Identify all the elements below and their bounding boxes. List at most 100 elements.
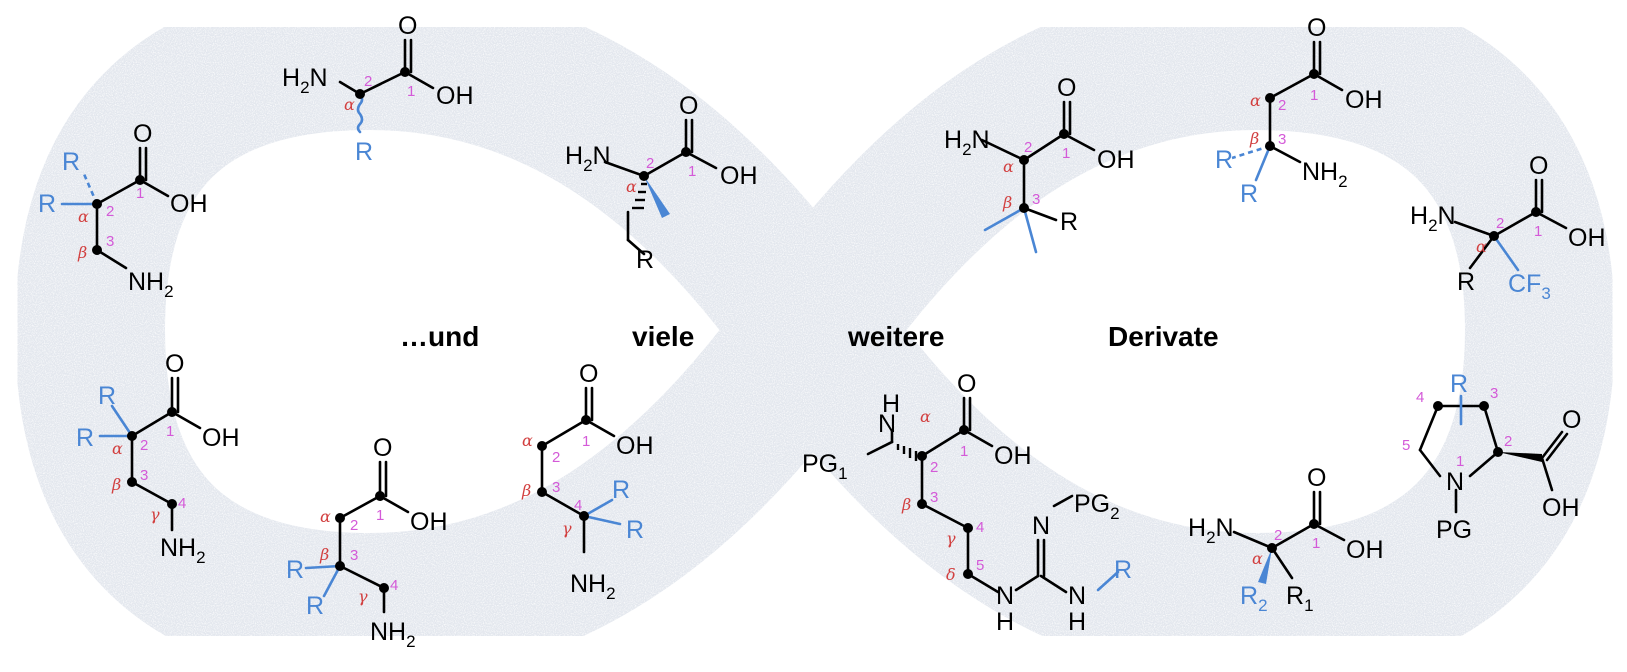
locant-2: 2 [646, 155, 654, 172]
nh-n-label: N [878, 410, 896, 438]
greek-alpha: α [320, 507, 331, 526]
greek-alpha: α [1252, 549, 1263, 568]
carbonyl-o-label: O [579, 360, 598, 388]
greek-beta: β [901, 495, 911, 514]
greek-beta: β [1249, 129, 1259, 148]
greek-gamma: γ [358, 587, 368, 606]
locant-3: 3 [106, 233, 114, 250]
caption-word-und: …und [400, 321, 479, 352]
r-label-right: R [626, 516, 644, 544]
oh-label: OH [170, 190, 208, 218]
greek-alpha: α [344, 95, 355, 114]
locant-4: 4 [976, 519, 984, 536]
guanidine-h1-label: H [996, 608, 1014, 636]
structure-gamma3-amino-acid: O OH R R NH2 2 1 3 4 α β γ [286, 434, 448, 651]
locant-2: 2 [1274, 527, 1282, 544]
h2n-label: H2N [944, 126, 990, 159]
nh2-label: NH2 [370, 618, 416, 651]
oh-label: OH [1097, 146, 1135, 174]
r-label-bottom: R [1240, 180, 1258, 208]
r-label: R [1060, 208, 1078, 236]
locant-5: 5 [1402, 437, 1410, 454]
r-label-bottom: R [306, 592, 324, 620]
guanidine-n1-label: N [996, 582, 1014, 610]
r-label-top: R [612, 476, 630, 504]
structure-gamma4-amino-acid: O OH R R NH2 2 1 3 4 α β γ [521, 360, 654, 603]
r2-label: R2 [1240, 582, 1268, 615]
greek-delta: δ [946, 565, 956, 584]
structure-gamma2-amino-acid: O OH R R NH2 2 1 3 4 α β γ [76, 350, 240, 567]
h2n-label: H2N [1410, 202, 1456, 235]
r-label-left: R [286, 556, 304, 584]
carbonyl-o-label: O [1562, 406, 1581, 434]
carbonyl-o-label: O [957, 370, 976, 398]
structure-beta-disubstituted: H2N O OH R 2 1 3 α β [944, 74, 1135, 254]
structure-alpha-cf3: H2N O OH R CF3 2 1 α [1410, 152, 1606, 303]
locant-5: 5 [976, 557, 984, 574]
greek-beta: β [77, 243, 87, 262]
greek-beta: β [111, 475, 121, 494]
locant-2: 2 [364, 73, 372, 90]
locant-2: 2 [140, 437, 148, 454]
nh2-label: NH2 [1302, 158, 1348, 191]
locant-1: 1 [688, 163, 696, 180]
infinity-band [15, 0, 1615, 672]
carbonyl-o-label: O [373, 434, 392, 462]
oh-label: OH [410, 508, 448, 536]
locant-1: 1 [136, 185, 144, 202]
r-label: R [636, 246, 654, 274]
structure-alpha-substituted: H2N O OH R 2 1 α [565, 92, 758, 274]
carbonyl-o-label: O [1529, 152, 1548, 180]
r-label-top: R [62, 148, 80, 176]
structure-beta3-amino-acid: O OH NH2 R R 2 1 3 α β [1215, 14, 1383, 208]
structure-proline-derivative: N PG O OH R 4 3 2 5 1 [1402, 370, 1581, 544]
greek-alpha: α [112, 439, 123, 458]
oh-label: OH [436, 82, 474, 110]
greek-alpha: α [522, 431, 533, 450]
carbonyl-o-label: O [1307, 14, 1326, 42]
nh2-label: NH2 [160, 534, 206, 567]
oh-label: OH [616, 432, 654, 460]
r-label: R [1114, 556, 1132, 584]
oh-label: OH [1568, 224, 1606, 252]
greek-beta: β [1002, 193, 1012, 212]
r-label: R [355, 138, 373, 166]
carbonyl-o-label: O [398, 12, 417, 40]
locant-1: 1 [1312, 535, 1320, 552]
locant-4: 4 [1416, 389, 1424, 406]
locant-3: 3 [552, 479, 560, 496]
locant-3: 3 [1490, 385, 1498, 402]
caption-word-derivate: Derivate [1108, 321, 1219, 352]
locant-2: 2 [1024, 139, 1032, 156]
h2n-label: H2N [565, 142, 611, 175]
pg1-label: PG1 [802, 450, 848, 483]
locant-4: 4 [574, 497, 582, 514]
greek-alpha: α [1003, 157, 1014, 176]
carbonyl-o-label: O [165, 350, 184, 378]
r-label-left: R [38, 190, 56, 218]
locant-3: 3 [140, 467, 148, 484]
structure-protected-arginine: N H PG1 O OH N H N PG2 N H R 2 1 3 4 5 α… [802, 370, 1132, 636]
oh-label: OH [1345, 86, 1383, 114]
greek-alpha: α [1476, 237, 1487, 256]
greek-alpha: α [920, 407, 931, 426]
ring-n-label: N [1446, 468, 1464, 496]
nh2-label: NH2 [128, 268, 174, 301]
pg-label: PG [1436, 516, 1472, 544]
cf3-label: CF3 [1508, 270, 1551, 303]
locant-3: 3 [350, 547, 358, 564]
locant-4: 4 [390, 577, 398, 594]
caption-word-viele: viele [632, 321, 694, 352]
greek-alpha: α [78, 207, 89, 226]
greek-gamma: γ [562, 519, 572, 538]
carbonyl-o-label: O [679, 92, 698, 120]
r-label: R [1457, 268, 1475, 296]
locant-2: 2 [1278, 97, 1286, 114]
guanidine-n3-label: N [1068, 582, 1086, 610]
h2n-label: H2N [282, 64, 328, 97]
structure-alpha-amino-acid: H2N O OH R 2 1 α [282, 12, 474, 166]
r1-label: R1 [1286, 582, 1314, 615]
r-label-top: R [98, 382, 116, 410]
caption-word-weitere: weitere [847, 321, 945, 352]
locant-2: 2 [552, 449, 560, 466]
